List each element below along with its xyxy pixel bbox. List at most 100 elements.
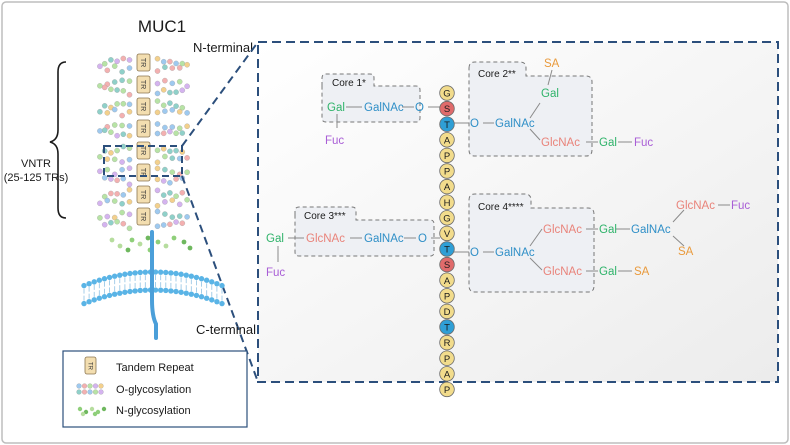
core3-glcnac: GlcNAc	[306, 233, 345, 245]
tr-block-4	[136, 119, 151, 138]
legend-n-glycosylation: N-glycosylation	[116, 405, 191, 417]
legend-tr-icon	[84, 356, 97, 375]
core3-gal: Gal	[266, 233, 284, 245]
residue-18	[439, 350, 455, 366]
residue-4	[439, 132, 455, 148]
residue-label-4: A	[444, 135, 451, 146]
core4-gal-lower: Gal	[599, 266, 617, 278]
core2-box	[468, 61, 593, 157]
tr-block-8	[136, 207, 151, 226]
residue-label-5: P	[444, 151, 450, 162]
c-terminal-label: C-terminal	[196, 322, 256, 337]
core4-sa-branch: SA	[678, 246, 694, 258]
core2-gal-upper: Gal	[541, 88, 559, 100]
core1-fuc: Fuc	[325, 135, 344, 147]
core2-gal-lower: Gal	[599, 137, 617, 149]
residue-9	[439, 210, 455, 226]
core4-galnac-branch: GalNAc	[631, 224, 671, 236]
zoom-line-top	[181, 41, 259, 147]
tr-label-7: TR	[139, 190, 146, 199]
residue-10	[439, 225, 455, 242]
legend-tandem-repeat: Tandem Repeat	[116, 362, 194, 374]
residue-label-15: D	[444, 307, 451, 318]
core2-label: Core 2**	[478, 69, 516, 80]
residue-14	[439, 288, 455, 304]
core4-glcnac-lower: GlcNAc	[543, 266, 582, 278]
tr-label-2: TR	[139, 80, 146, 89]
residue-6	[439, 163, 455, 179]
tr-label-4: TR	[139, 124, 146, 133]
core4-fuc: Fuc	[731, 200, 750, 212]
residue-label-8: H	[444, 198, 451, 209]
core4-label: Core 4****	[478, 202, 524, 213]
vntr-bracket	[49, 61, 67, 219]
tr-block-1	[136, 53, 151, 72]
residue-label-14: P	[444, 291, 450, 302]
residue-16	[439, 319, 455, 335]
legend-o-glycosylation: O-glycosylation	[116, 384, 191, 396]
residue-13	[439, 272, 455, 288]
residue-3	[439, 116, 455, 132]
core2-galnac: GalNAc	[495, 118, 535, 130]
residue-label-10: V	[444, 229, 451, 240]
n-glycosylation-cluster	[109, 235, 193, 253]
zoom-line-bottom	[181, 175, 259, 383]
glycan-labels: Gal GalNAc O Fuc O GalNAc Gal SA GlcNAc …	[266, 58, 750, 279]
core4-o-link: O	[470, 247, 479, 259]
residue-19	[439, 366, 455, 382]
residue-2	[439, 100, 455, 117]
residue-label-11: T	[444, 245, 450, 256]
tr-label-1: TR	[139, 58, 146, 67]
residue-label-20: P	[444, 385, 450, 396]
core4-glcnac-upper: GlcNAc	[543, 224, 582, 236]
tr-label-6: TR	[139, 168, 146, 177]
legend: TR Tandem Repeat O-glycosylation N-glyco…	[62, 350, 248, 428]
tr-label-8: TR	[139, 212, 146, 221]
transmembrane-tail	[150, 230, 158, 340]
residue-label-18: P	[444, 354, 450, 365]
glycan-bonds	[277, 69, 730, 272]
n-terminal-label: N-terminal	[193, 40, 253, 55]
core2-glcnac: GlcNAc	[541, 137, 580, 149]
core4-box	[468, 193, 595, 293]
tr-label-3: TR	[139, 102, 146, 111]
muc1-title: MUC1	[138, 17, 186, 36]
tr-block-3	[136, 97, 151, 116]
core1-galnac: GalNAc	[364, 102, 404, 114]
residue-label-2: S	[444, 104, 450, 115]
core4-glcnac-branch: GlcNAc	[676, 200, 715, 212]
residue-label-6: P	[444, 167, 450, 178]
o-glycosylation-cluster	[97, 55, 190, 232]
residue-label-3: T	[444, 120, 450, 131]
core3-galnac: GalNAc	[364, 233, 404, 245]
residue-8	[439, 194, 455, 210]
residue-label-16: T	[444, 323, 450, 334]
core1-label: Core 1*	[332, 78, 366, 89]
tr-block-7	[136, 185, 151, 204]
core1-box	[321, 73, 421, 123]
core4-gal-upper: Gal	[599, 224, 617, 236]
residue-label-7: A	[444, 182, 451, 193]
core3-box	[294, 206, 435, 257]
core2-fuc: Fuc	[634, 137, 653, 149]
tr-block-2	[136, 75, 151, 94]
legend-tr-icon-label: TR	[87, 362, 93, 371]
core3-label: Core 3***	[304, 211, 346, 222]
residue-label-12: S	[444, 260, 450, 271]
core4-galnac: GalNAc	[495, 247, 535, 259]
zoom-region-box	[103, 145, 183, 177]
core2-o-link: O	[470, 118, 479, 130]
core1-gal: Gal	[327, 102, 345, 114]
core3-fuc: Fuc	[266, 267, 285, 279]
residue-7	[439, 178, 455, 195]
residue-20	[439, 381, 455, 398]
residue-5	[439, 147, 455, 164]
residue-label-13: A	[444, 276, 451, 287]
core2-sa: SA	[544, 58, 560, 70]
residue-label-1: G	[443, 89, 450, 100]
legend-n-glycosylation-icon	[77, 406, 107, 417]
